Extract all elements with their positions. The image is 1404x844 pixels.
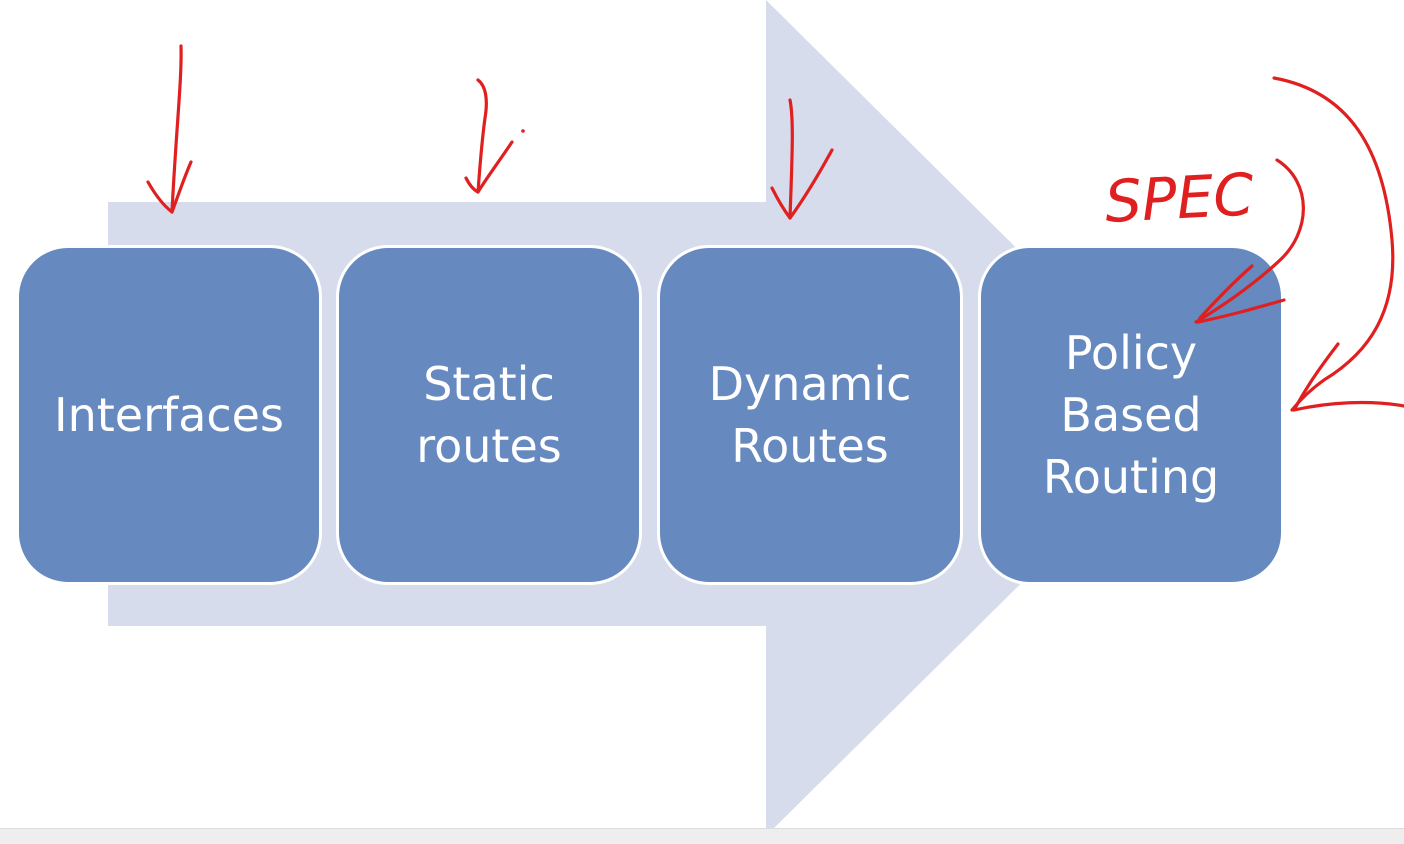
down-arrow-icon xyxy=(770,98,834,220)
step-label: Policy Based Routing xyxy=(1042,326,1220,504)
step-label: Static routes xyxy=(416,357,562,473)
process-arrow-shape xyxy=(108,0,1188,836)
annotation-dot xyxy=(521,129,525,133)
bottom-edge-bar xyxy=(0,828,1404,844)
step-label: Dynamic Routes xyxy=(708,357,912,473)
step-box-interfaces: Interfaces xyxy=(16,245,322,585)
step-label: Interfaces xyxy=(54,388,284,442)
handwritten-spec-note: SPEC xyxy=(1103,160,1256,236)
curved-arrow-icon xyxy=(1272,76,1404,412)
down-arrow-icon xyxy=(464,78,525,194)
step-box-static-routes: Static routes xyxy=(336,245,642,585)
down-arrow-icon xyxy=(146,44,193,214)
step-box-dynamic-routes: Dynamic Routes xyxy=(657,245,963,585)
step-box-policy-based-routing: Policy Based Routing xyxy=(978,245,1284,585)
curved-arrow-icon xyxy=(1194,158,1305,324)
